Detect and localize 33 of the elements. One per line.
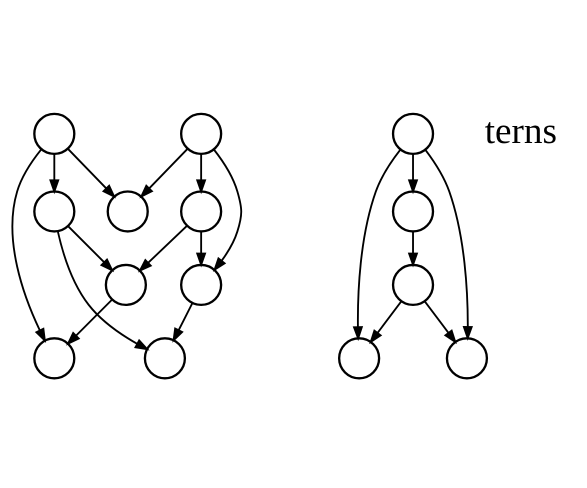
node-circle [144, 337, 186, 380]
arrow [49, 154, 60, 194]
label: terns [484, 111, 557, 152]
arrow [424, 149, 474, 341]
node-circle [106, 190, 149, 233]
arrow [196, 232, 206, 268]
arrow [172, 302, 194, 343]
node-circle [392, 190, 434, 233]
arrow [67, 148, 116, 198]
arrow [408, 232, 418, 268]
arrow [408, 154, 418, 194]
arrow [369, 300, 402, 344]
node-circle [446, 337, 488, 380]
node-circle [104, 264, 148, 306]
node-circle [180, 112, 222, 156]
arrow [67, 226, 114, 272]
node-circle [180, 264, 222, 306]
node-circle [33, 337, 76, 380]
node-circle [338, 337, 380, 380]
arrow [139, 148, 188, 198]
node-circle [392, 264, 434, 306]
arrow [424, 300, 457, 344]
arrow [196, 154, 206, 194]
node-circle [180, 190, 222, 233]
arrow [212, 148, 242, 272]
arrow [352, 149, 402, 342]
node-circle [392, 112, 434, 156]
arrow [56, 231, 150, 350]
arrow [66, 298, 113, 346]
node-circle [33, 112, 76, 156]
arrow [12, 148, 46, 343]
node-circle [33, 190, 76, 233]
arrow [138, 225, 188, 272]
